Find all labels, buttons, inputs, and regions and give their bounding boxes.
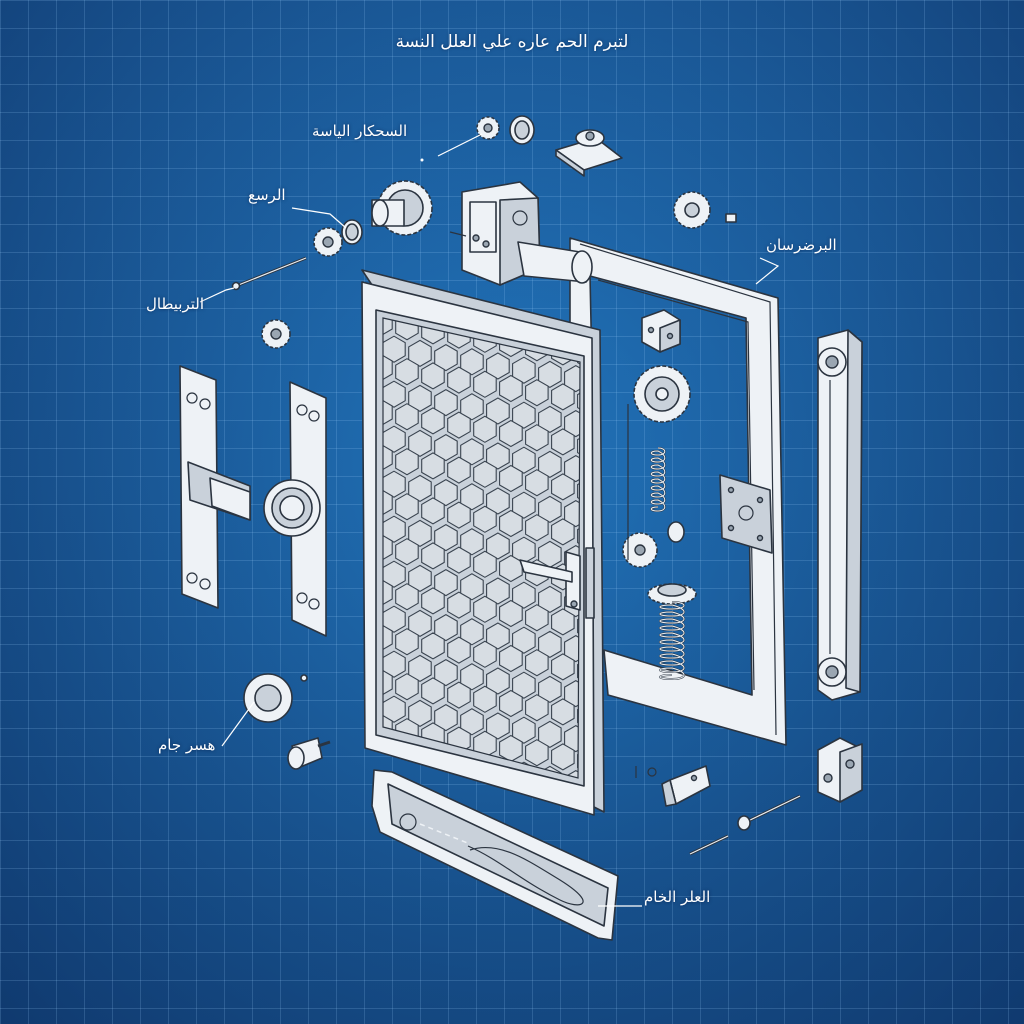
diagram-title: لتبرم الحم عاره علي العلل النسة	[395, 32, 629, 52]
spring-small	[650, 447, 666, 513]
mid-gear	[622, 521, 685, 568]
bottom-pin	[689, 834, 729, 856]
small-gear	[313, 219, 363, 257]
pin-rod	[231, 256, 307, 291]
vertical-roller-rail	[817, 329, 863, 701]
callout-right: البرضرسان	[766, 236, 837, 254]
l-bracket	[661, 765, 711, 807]
small-clip	[635, 766, 657, 778]
spring-large	[659, 601, 685, 681]
corner-block	[817, 737, 863, 803]
callout-top: السحكار الياسة	[312, 122, 408, 140]
gear-motor	[449, 181, 593, 286]
callout-pin: التربيطال	[146, 295, 205, 313]
callout-bottom-left: هسر جام	[158, 736, 216, 754]
callout-rail: العلر الخام	[644, 888, 711, 906]
leader-lines	[199, 133, 780, 907]
bearing-disc	[243, 673, 308, 723]
mounting-bracket	[555, 129, 623, 177]
o-ring	[509, 115, 535, 145]
loose-gear	[261, 319, 291, 349]
bottom-track	[371, 769, 619, 941]
cube-nut	[641, 309, 681, 353]
drive-gear	[371, 180, 433, 236]
callout-ring: الرسع	[248, 186, 286, 204]
cylinder-plug	[287, 737, 331, 770]
right-gear	[673, 191, 737, 229]
right-hinge-plate	[263, 381, 327, 637]
large-gear	[633, 365, 691, 423]
left-hinge-plate	[179, 365, 251, 609]
spring-gear	[647, 583, 697, 605]
top-pinion-gear	[476, 116, 500, 140]
bottom-bolt	[737, 794, 801, 831]
door-handle	[519, 547, 595, 619]
